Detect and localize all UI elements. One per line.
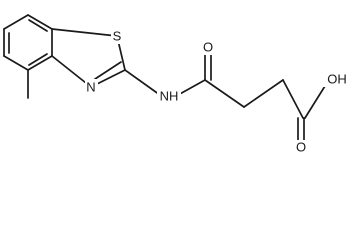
bond-nh-carbonyl bbox=[177, 79, 206, 96]
acid-hydroxyl-label: OH bbox=[327, 72, 347, 87]
succinamic-acid-chain bbox=[124, 53, 326, 141]
bond-c-s bbox=[51, 28, 118, 37]
amide-oxygen-label: O bbox=[203, 40, 213, 55]
bond-n-c bbox=[51, 55, 92, 88]
bond-chain-1 bbox=[204, 79, 245, 108]
bond bbox=[27, 55, 53, 71]
bond-chain-2 bbox=[243, 79, 284, 108]
double-bond-inner bbox=[28, 53, 48, 66]
bond bbox=[27, 14, 53, 30]
double-bond-inner bbox=[94, 61, 122, 80]
ring-nitrogen-label: N bbox=[86, 80, 95, 95]
bond bbox=[3, 55, 29, 71]
bond-c2-nh bbox=[124, 69, 161, 96]
thiazole-ring bbox=[51, 28, 126, 88]
bond bbox=[3, 14, 29, 30]
bond-chain-3 bbox=[282, 79, 304, 119]
chemical-structure-diagram: S N NH O O OH bbox=[3, 14, 347, 155]
double-bond-inner bbox=[28, 19, 48, 32]
benzene-ring bbox=[3, 14, 53, 71]
bond-acid-oh bbox=[304, 85, 326, 119]
amide-nh-label: NH bbox=[160, 89, 179, 104]
acid-oxygen-label: O bbox=[296, 140, 306, 155]
sulfur-atom-label: S bbox=[113, 29, 122, 44]
